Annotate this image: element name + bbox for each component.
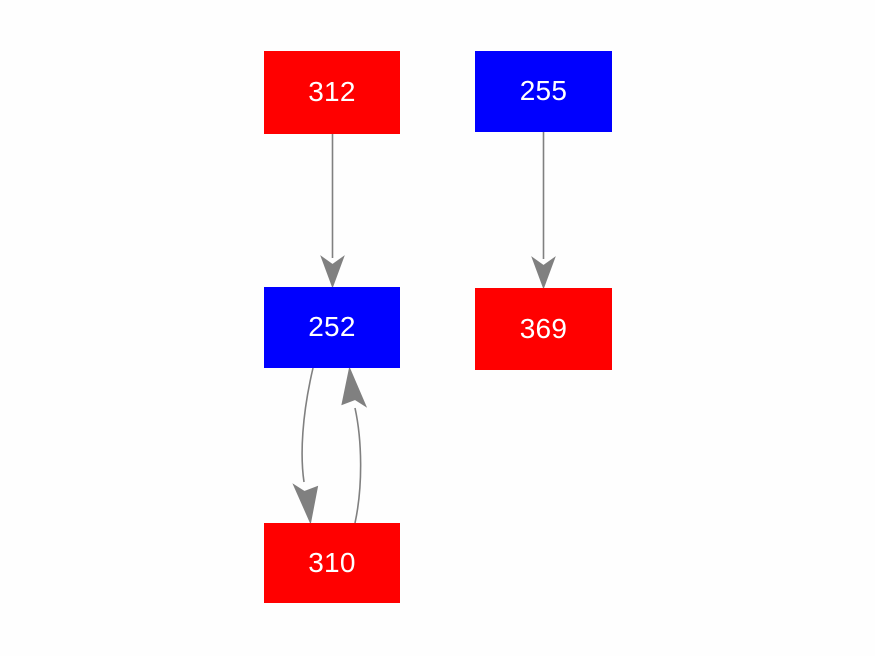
graph-node-310[interactable]: 310	[264, 523, 400, 603]
node-label: 252	[308, 311, 356, 342]
graph-node-255[interactable]: 255	[475, 51, 612, 132]
edge-line-310-252	[354, 407, 362, 524]
edge-310-to-252	[341, 366, 368, 524]
arrowhead-312-252	[320, 255, 345, 289]
edge-255-to-369	[531, 132, 556, 290]
arrowhead-252-310	[292, 483, 319, 525]
node-label: 310	[308, 546, 356, 578]
arrowhead-255-369	[531, 256, 556, 290]
graph-node-369[interactable]: 369	[475, 288, 612, 370]
arrowhead-310-252	[341, 366, 368, 408]
graph-node-312[interactable]: 312	[264, 51, 400, 134]
edge-line-252-310	[301, 367, 314, 483]
edge-312-to-252	[320, 134, 345, 289]
node-label: 369	[519, 312, 568, 344]
node-label: 255	[519, 75, 568, 106]
node-label: 312	[308, 76, 356, 107]
graph-node-252[interactable]: 252	[264, 287, 400, 368]
edge-252-to-310	[292, 367, 319, 525]
